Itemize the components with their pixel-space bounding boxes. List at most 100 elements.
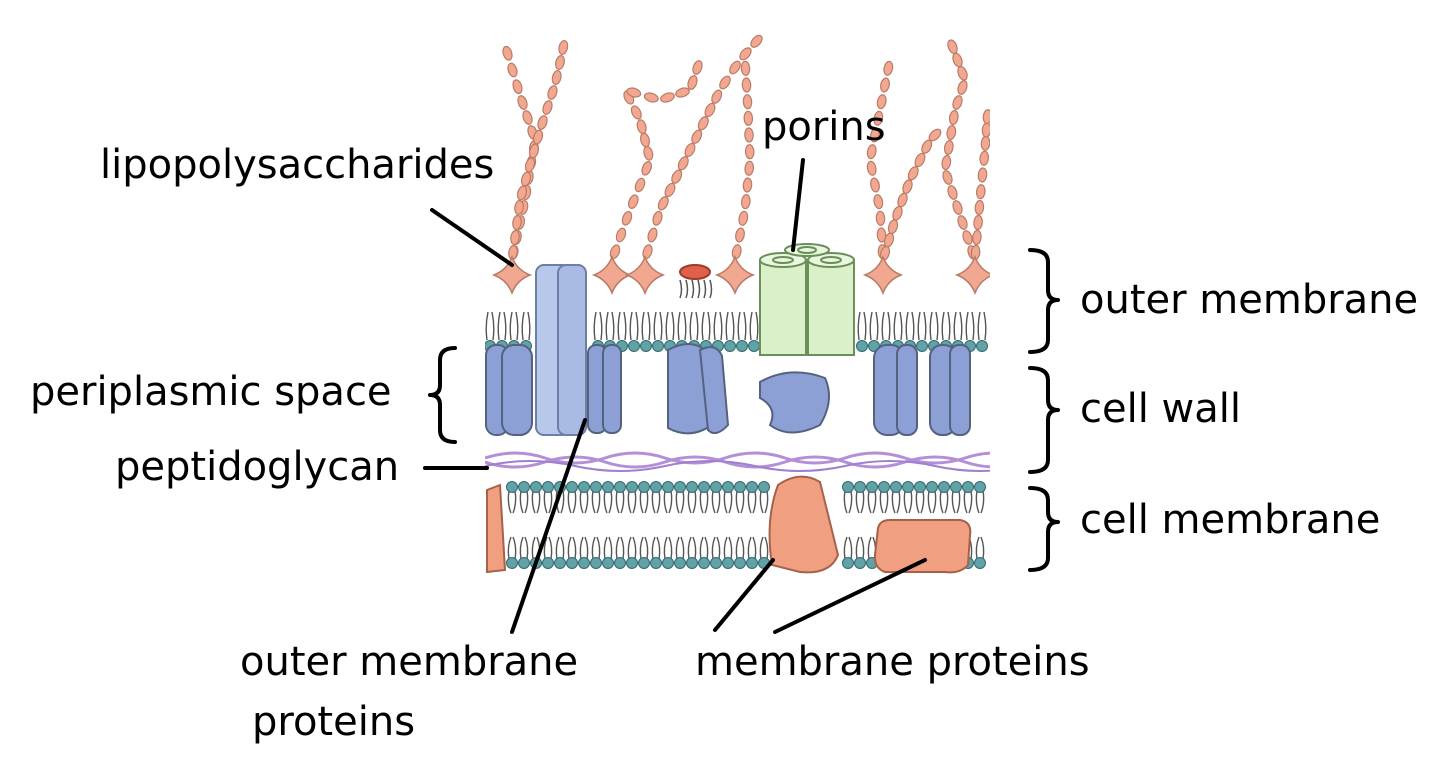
lipid-tail xyxy=(603,536,613,560)
lps-bead xyxy=(719,75,731,90)
lipid-tail xyxy=(603,490,613,514)
lipid-head xyxy=(652,340,664,352)
porin-trimer xyxy=(759,243,855,356)
lps-bead xyxy=(542,100,553,115)
lipid-head xyxy=(878,481,890,493)
lipid-tail xyxy=(615,536,625,560)
outer-membrane-protein xyxy=(535,264,587,436)
lipid-head xyxy=(926,481,938,493)
lps-bead xyxy=(902,179,913,195)
lipid-head xyxy=(626,557,638,569)
lipid-head xyxy=(950,481,962,493)
lipid-tail xyxy=(485,311,495,341)
lps-bead xyxy=(641,161,652,176)
lipid-head xyxy=(640,340,652,352)
lipid-head xyxy=(724,340,736,352)
lipid-head xyxy=(734,481,746,493)
lipid-head xyxy=(614,481,626,493)
lps-bead xyxy=(532,129,544,145)
label-outer-membrane-proteins-line2: proteins xyxy=(252,699,415,745)
lipid-tail xyxy=(543,536,553,560)
lipid-head xyxy=(518,557,530,569)
lipid-tail xyxy=(687,490,697,514)
lps-bead xyxy=(643,145,654,161)
lps-bead xyxy=(870,177,880,193)
lps-bead xyxy=(517,95,528,110)
lipid-tail xyxy=(699,490,709,514)
lps-bead xyxy=(957,65,968,81)
lps-bead xyxy=(750,34,763,48)
lipid-tail xyxy=(617,311,627,341)
lipid-head xyxy=(638,481,650,493)
lps-bead xyxy=(907,166,919,181)
lps-bead xyxy=(977,167,988,183)
lps-bead xyxy=(636,119,647,135)
lps-bead xyxy=(946,124,957,141)
lipid-head xyxy=(974,481,986,493)
lipid-head xyxy=(698,557,710,569)
lipid-tail xyxy=(555,536,565,560)
lps-bead xyxy=(744,144,755,160)
lipid-tail xyxy=(699,536,709,560)
lipid-head xyxy=(650,557,662,569)
lipid-tail xyxy=(663,536,673,560)
lps-bead xyxy=(711,89,723,104)
lipid-tail xyxy=(917,311,927,341)
lipid-tail xyxy=(965,311,975,341)
label-membrane-proteins: membrane proteins xyxy=(695,639,1090,685)
cell-membrane-proteins xyxy=(486,475,972,574)
lps-anchor xyxy=(954,254,990,296)
lipid-tail xyxy=(701,311,711,341)
lps-anchor xyxy=(491,254,533,296)
lipid-tail xyxy=(903,490,913,514)
lipid-head xyxy=(962,481,974,493)
lps-bead xyxy=(642,244,653,260)
lipid-head xyxy=(518,481,530,493)
pointer-outer-membrane-proteins xyxy=(510,418,587,634)
lipid-tail xyxy=(891,490,901,514)
lps-bead xyxy=(615,227,627,243)
periplasm-protein xyxy=(501,344,533,436)
membrane-protein xyxy=(486,483,507,574)
lps-bead xyxy=(952,200,963,215)
lps-bead xyxy=(652,210,663,226)
lipid-head xyxy=(578,481,590,493)
periplasmic-proteins xyxy=(485,343,971,436)
lipid-head xyxy=(722,557,734,569)
labels: lipopolysaccharides porins periplasmic s… xyxy=(30,104,1418,745)
lps-bead xyxy=(870,127,880,143)
lipopolysaccharide-anchors xyxy=(491,254,990,296)
lipid-tail xyxy=(867,490,877,514)
lipid-head xyxy=(590,557,602,569)
lps-bead xyxy=(876,94,887,110)
lipid-tail xyxy=(591,490,601,514)
lps-bead xyxy=(740,60,751,76)
lipid-tail xyxy=(747,490,757,514)
layer-cell-wall: cell wall xyxy=(1080,386,1241,432)
lipid-head xyxy=(938,481,950,493)
lps-bead xyxy=(697,116,709,131)
lipid-head xyxy=(976,340,988,352)
lipopolysaccharide-chains xyxy=(502,34,990,261)
lipid-head xyxy=(628,340,640,352)
lps-bead xyxy=(942,170,953,185)
lipid-head xyxy=(686,557,698,569)
lps-anchor xyxy=(862,254,904,296)
illustration xyxy=(485,34,990,574)
lps-bead xyxy=(743,110,754,126)
lipid-tail xyxy=(507,536,517,560)
lps-bead xyxy=(876,227,887,243)
periplasm-protein xyxy=(759,371,830,434)
periplasm-protein xyxy=(698,346,730,435)
lps-bead xyxy=(621,210,633,226)
lps-bead xyxy=(639,132,651,148)
peptidoglycan-strand xyxy=(485,451,990,465)
lipid-head xyxy=(662,481,674,493)
label-outer-membrane-proteins-line1: outer membrane xyxy=(240,639,578,685)
lipid-tail xyxy=(627,536,637,560)
lipid-head xyxy=(902,481,914,493)
lps-bead xyxy=(647,227,658,243)
lps-bead xyxy=(609,244,621,260)
lipid-tail xyxy=(579,536,589,560)
